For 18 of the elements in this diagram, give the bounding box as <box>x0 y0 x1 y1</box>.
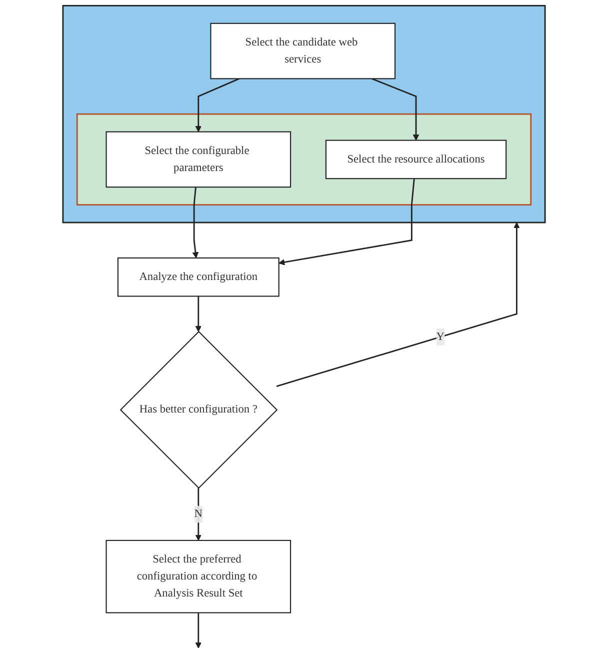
edge-label: Y <box>436 330 444 343</box>
node-diamond: Has better configuration ? <box>120 330 278 489</box>
cluster <box>62 4 546 224</box>
node-box: Select the candidate web services <box>210 22 396 80</box>
node-box: Select the configurable parameters <box>106 131 292 188</box>
node-box: Select the preferred configuration according to Analysis Result Set <box>106 540 292 614</box>
cluster <box>76 113 532 206</box>
arrow <box>195 78 240 132</box>
arrow <box>278 178 415 266</box>
arrow <box>372 78 420 141</box>
node-box: Select the resource allocations <box>325 140 507 180</box>
arrow <box>195 296 202 332</box>
arrow <box>195 488 202 541</box>
arrow <box>276 222 520 387</box>
edge-label: N <box>194 508 202 520</box>
node-box: Analyze the configuration <box>117 257 280 297</box>
arrow <box>195 612 202 648</box>
arrow <box>192 187 199 258</box>
